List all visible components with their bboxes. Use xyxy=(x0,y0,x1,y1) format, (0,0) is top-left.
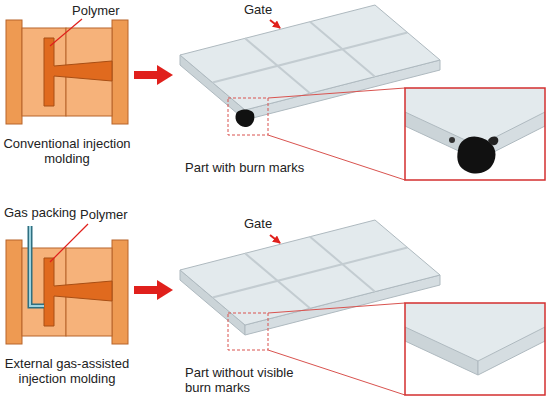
caption-text: Part without visible burn marks xyxy=(175,365,310,395)
zoom-side xyxy=(478,327,545,375)
leader-line xyxy=(50,19,82,46)
mold xyxy=(6,19,128,124)
zoom-top xyxy=(405,303,545,361)
rib xyxy=(245,38,310,93)
zoom-content xyxy=(405,303,545,375)
detail-frame xyxy=(228,313,268,350)
rib xyxy=(213,33,408,83)
zoom-line xyxy=(268,303,405,313)
zoom-frame xyxy=(405,88,545,180)
burn-mark xyxy=(488,136,498,145)
rib xyxy=(310,237,375,292)
mold-panel: Conventional injection molding xyxy=(2,16,132,166)
mold-plate xyxy=(112,240,128,344)
burn-speck xyxy=(449,137,455,143)
burn-mark xyxy=(235,110,254,128)
gate-label: Gate xyxy=(244,216,272,231)
caption-text: External gas-assisted injection molding xyxy=(2,356,132,386)
gas-pipe xyxy=(30,226,44,306)
gate-label: Gate xyxy=(244,2,272,17)
part-top xyxy=(180,5,440,110)
part-label: Gas packing xyxy=(4,205,76,220)
part-panel: Part without visible burn marks xyxy=(175,220,400,395)
zoom-ground xyxy=(405,88,545,180)
zoom-frame xyxy=(405,303,545,395)
leader-line xyxy=(50,224,88,262)
detail-frame xyxy=(228,98,268,135)
gate-pointer xyxy=(270,235,280,243)
polymer-cavity xyxy=(44,258,112,326)
process-arrow xyxy=(134,286,157,294)
polymer-cavity xyxy=(44,38,112,106)
part-top xyxy=(180,220,440,325)
process-arrow xyxy=(134,71,157,79)
zoom-line xyxy=(268,88,405,98)
mold-panel: External gas-assisted injection molding xyxy=(2,236,132,386)
mold-plate xyxy=(6,20,22,124)
zoom-content xyxy=(405,88,545,174)
mold-plate xyxy=(6,240,22,344)
rib xyxy=(310,22,375,77)
caption-text: Part with burn marks xyxy=(175,160,304,175)
rib xyxy=(213,248,408,298)
mold-plate xyxy=(112,20,128,124)
caption-text: Conventional injection molding xyxy=(2,136,132,166)
zoom-ground xyxy=(405,303,545,395)
gate-pointer xyxy=(270,20,280,28)
mold xyxy=(6,224,128,344)
part-label: Polymer xyxy=(72,3,120,18)
molded-part xyxy=(180,5,545,180)
part-label: Polymer xyxy=(80,207,128,222)
zoom-side xyxy=(405,327,478,375)
part-panel: Part with burn marks xyxy=(175,5,400,175)
gas-pipe-core xyxy=(30,226,44,306)
rib xyxy=(245,253,310,308)
